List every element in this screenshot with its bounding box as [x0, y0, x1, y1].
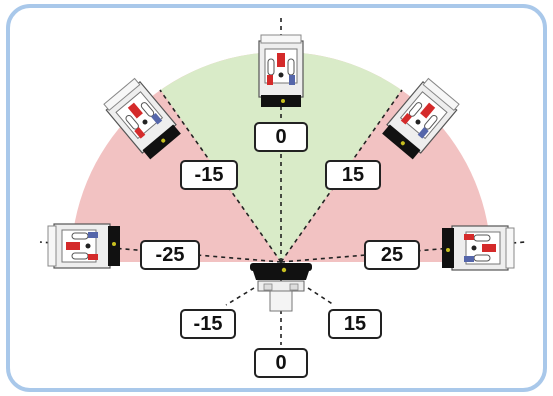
robot-left — [47, 223, 121, 269]
angle-label-right: 25 — [364, 240, 420, 270]
angle-label-bottom-right: 15 — [328, 309, 382, 339]
angle-label-upper-left: -15 — [180, 160, 238, 190]
robot-right — [441, 225, 515, 271]
angle-label-upper-right: 15 — [325, 160, 381, 190]
angle-label-bottom-left: -15 — [180, 309, 236, 339]
guide-bottom-right — [307, 287, 335, 306]
sensor-icon — [250, 263, 312, 312]
angle-label-top-center: 0 — [254, 122, 308, 152]
guide-bottom-left — [225, 287, 255, 306]
angle-label-left: -25 — [140, 240, 200, 270]
angle-label-bottom-center: 0 — [254, 348, 308, 378]
robot-top-center — [258, 34, 304, 108]
